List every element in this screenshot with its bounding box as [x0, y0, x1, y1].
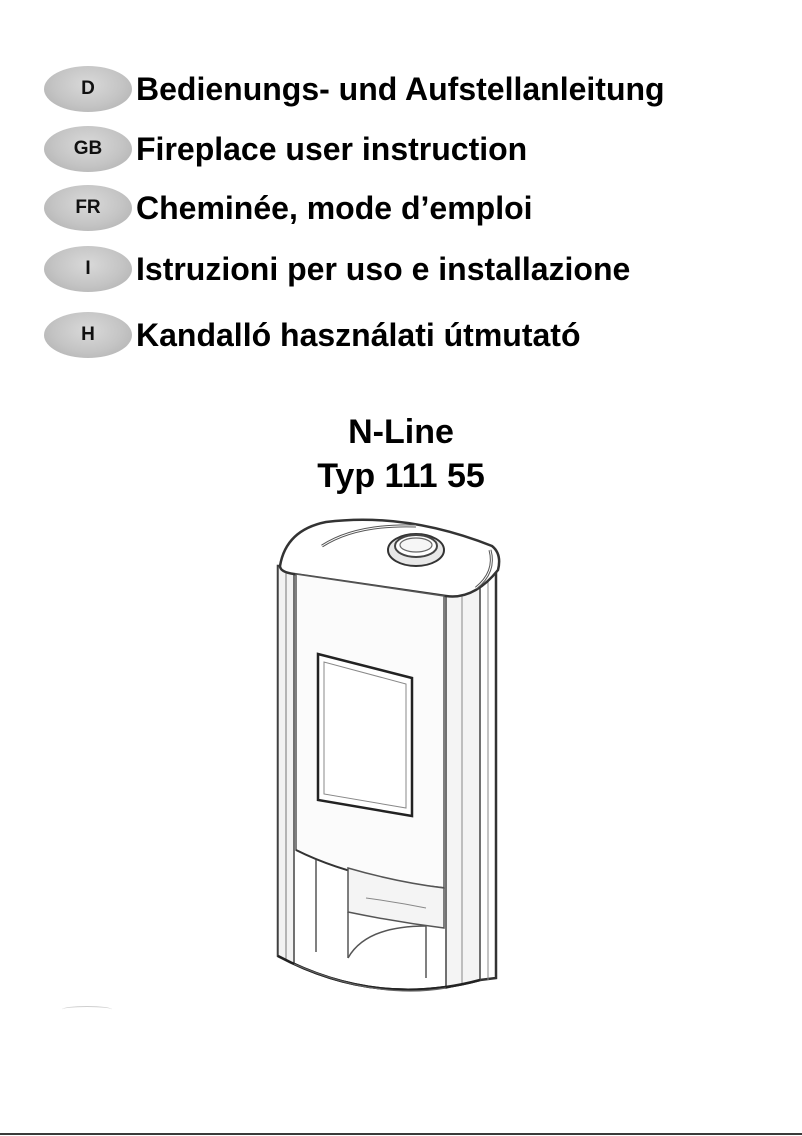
product-type: Typ 111 55 [317, 457, 485, 495]
language-badge-de: D [44, 66, 132, 112]
language-row-it: I Istruzioni per uso e installazione [44, 246, 764, 294]
fireplace-stove-icon [276, 518, 501, 992]
language-row-gb: GB Fireplace user instruction [44, 126, 764, 174]
product-name: N-Line [348, 413, 454, 451]
language-row-fr: FR Cheminée, mode d’emploi [44, 185, 764, 233]
product-heading: N-Line Typ 111 55 [0, 410, 802, 498]
language-row-de: D Bedienungs- und Aufstellanleitung [44, 66, 764, 114]
page-bottom-rule [0, 1133, 802, 1135]
language-badge-gb: GB [44, 126, 132, 172]
language-title-de: Bedienungs- und Aufstellanleitung [136, 71, 665, 107]
partial-badge-shape [62, 1006, 112, 1013]
language-title-hu: Kandalló használati útmutató [136, 317, 581, 353]
language-badge-hu: H [44, 312, 132, 358]
language-title-it: Istruzioni per uso e installazione [136, 251, 631, 287]
language-badge-fr: FR [44, 185, 132, 231]
language-title-gb: Fireplace user instruction [136, 131, 528, 167]
language-title-fr: Cheminée, mode d’emploi [136, 190, 533, 226]
language-badge-it: I [44, 246, 132, 292]
language-row-hu: H Kandalló használati útmutató [44, 312, 764, 360]
